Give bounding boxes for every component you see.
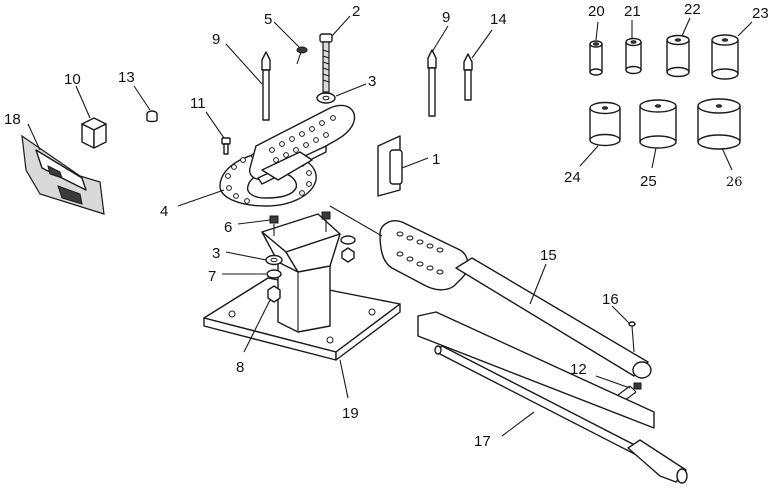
callout-26: 26 [726,175,743,190]
callout-15: 15 [540,247,557,264]
part-6-nuts [269,211,331,236]
side-nut-stack [340,235,356,263]
callout-13: 13 [118,69,135,86]
part-21-die [625,37,642,75]
part-10-block [81,117,107,149]
callout-10: 10 [64,71,81,88]
callout-18: 18 [4,111,21,128]
callout-11: 11 [190,95,206,112]
part-3-washer-lower [265,254,283,266]
part-15-handle-arm [329,205,652,379]
part-9-pin-right [427,49,437,117]
callout-3-top: 3 [368,73,376,90]
callout-22: 22 [684,1,701,18]
part-20-die [589,40,603,76]
part-5-screw [296,46,308,65]
part-11-small-bolt [221,137,231,155]
part-9-pin-left [261,51,271,121]
part-1-sleeve [377,135,403,197]
leader-lines [27,15,753,437]
bender-column [261,213,341,333]
part-25-die [639,99,677,149]
bending-arm-lower-plate [261,151,313,181]
callout-2: 2 [352,3,360,20]
callout-19: 19 [342,405,359,422]
callout-5: 5 [264,11,272,28]
callout-20: 20 [588,3,605,20]
callout-16: 16 [602,291,619,308]
part-14-pin [463,53,473,101]
callout-21: 21 [624,3,641,20]
arm-bracket-holes [396,231,444,275]
part-17-handle-rod [417,311,688,484]
callout-4: 4 [160,203,168,220]
callout-25: 25 [640,173,657,190]
callout-9-left: 9 [212,31,220,48]
part-26-die [697,98,741,150]
callout-labels: 2 5 9 3 1 4 6 3 7 8 9 14 10 13 11 18 15 … [4,1,769,450]
part-7-lock-washer [266,269,282,279]
callout-17: 17 [474,433,491,450]
callout-9-right: 9 [442,9,450,26]
part-13-cap [146,110,158,123]
callout-6: 6 [224,219,232,236]
callout-1: 1 [432,151,440,168]
part-16-pin [628,321,636,353]
callout-23: 23 [752,5,769,22]
callout-24: 24 [564,169,581,186]
part-24-die [589,101,621,147]
callout-7: 7 [208,268,216,285]
part-3-washer-top [316,92,336,104]
part-2-bolt [319,33,333,93]
callout-12: 12 [570,361,587,378]
part-23-die [711,34,739,80]
part-18-bracket [21,134,105,215]
part-8-nut [267,285,281,303]
part-22-die [666,34,690,78]
callout-8: 8 [236,359,244,376]
callout-3-lower: 3 [212,245,220,262]
callout-14: 14 [490,11,507,28]
